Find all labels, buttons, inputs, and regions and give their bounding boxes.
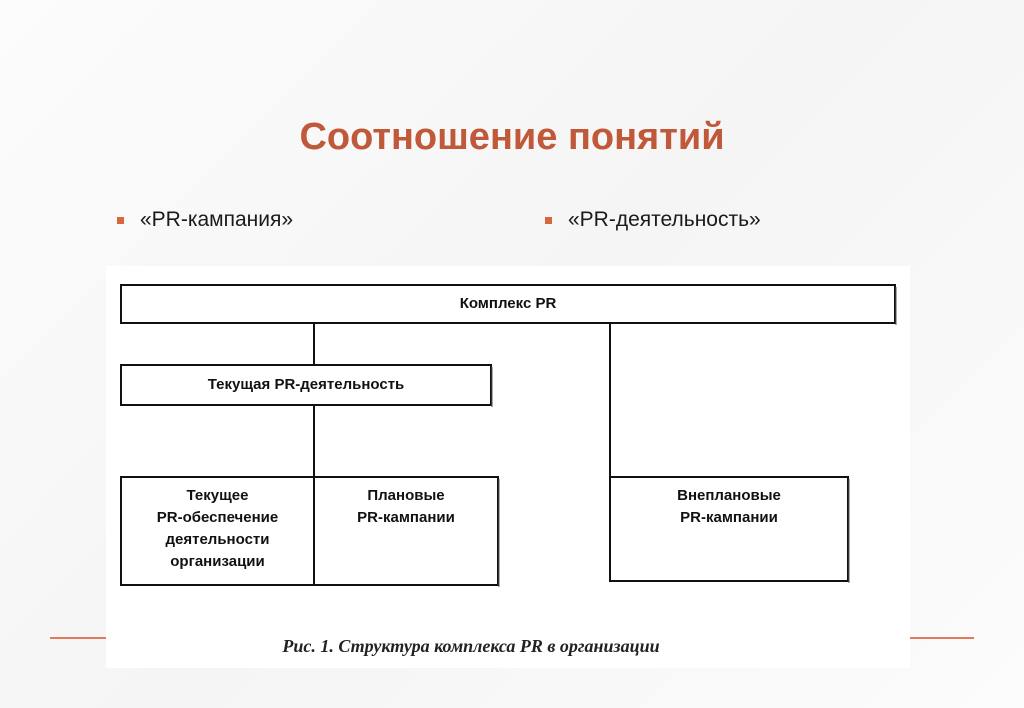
bullet-pr-campaign: «PR-кампания» (117, 208, 293, 232)
accent-line-left (50, 637, 110, 639)
bullet-marker-icon (545, 216, 552, 224)
bullet-marker-icon (117, 216, 124, 224)
current-activity-box (120, 364, 492, 406)
figure-caption: Рис. 1. Структура комплекса PR в организ… (282, 636, 660, 656)
diagram-connectors (120, 284, 897, 587)
node-planned-label: Плановые PR-кампании (357, 487, 455, 526)
accent-line-right (905, 637, 974, 639)
node-support-label: Текущее PR-обеспечение деятельности орга… (156, 487, 279, 570)
planned-box (313, 476, 499, 586)
diagram-figure: Комплекс PR Текущая PR-деятельность Теку… (106, 266, 910, 668)
node-current-label: Текущая PR-деятельность (207, 376, 405, 393)
node-unplanned-label: Внеплановые PR-кампании (677, 487, 781, 526)
bullet-label: «PR-кампания» (140, 208, 294, 231)
bullet-pr-activity: «PR-деятельность» (545, 208, 761, 232)
slide-title: Соотношение понятий (299, 116, 725, 158)
support-box (120, 476, 315, 586)
bullet-label: «PR-деятельность» (568, 208, 761, 231)
node-root-label: Комплекс PR (459, 295, 557, 312)
root-box (120, 284, 896, 324)
unplanned-box (609, 476, 849, 582)
